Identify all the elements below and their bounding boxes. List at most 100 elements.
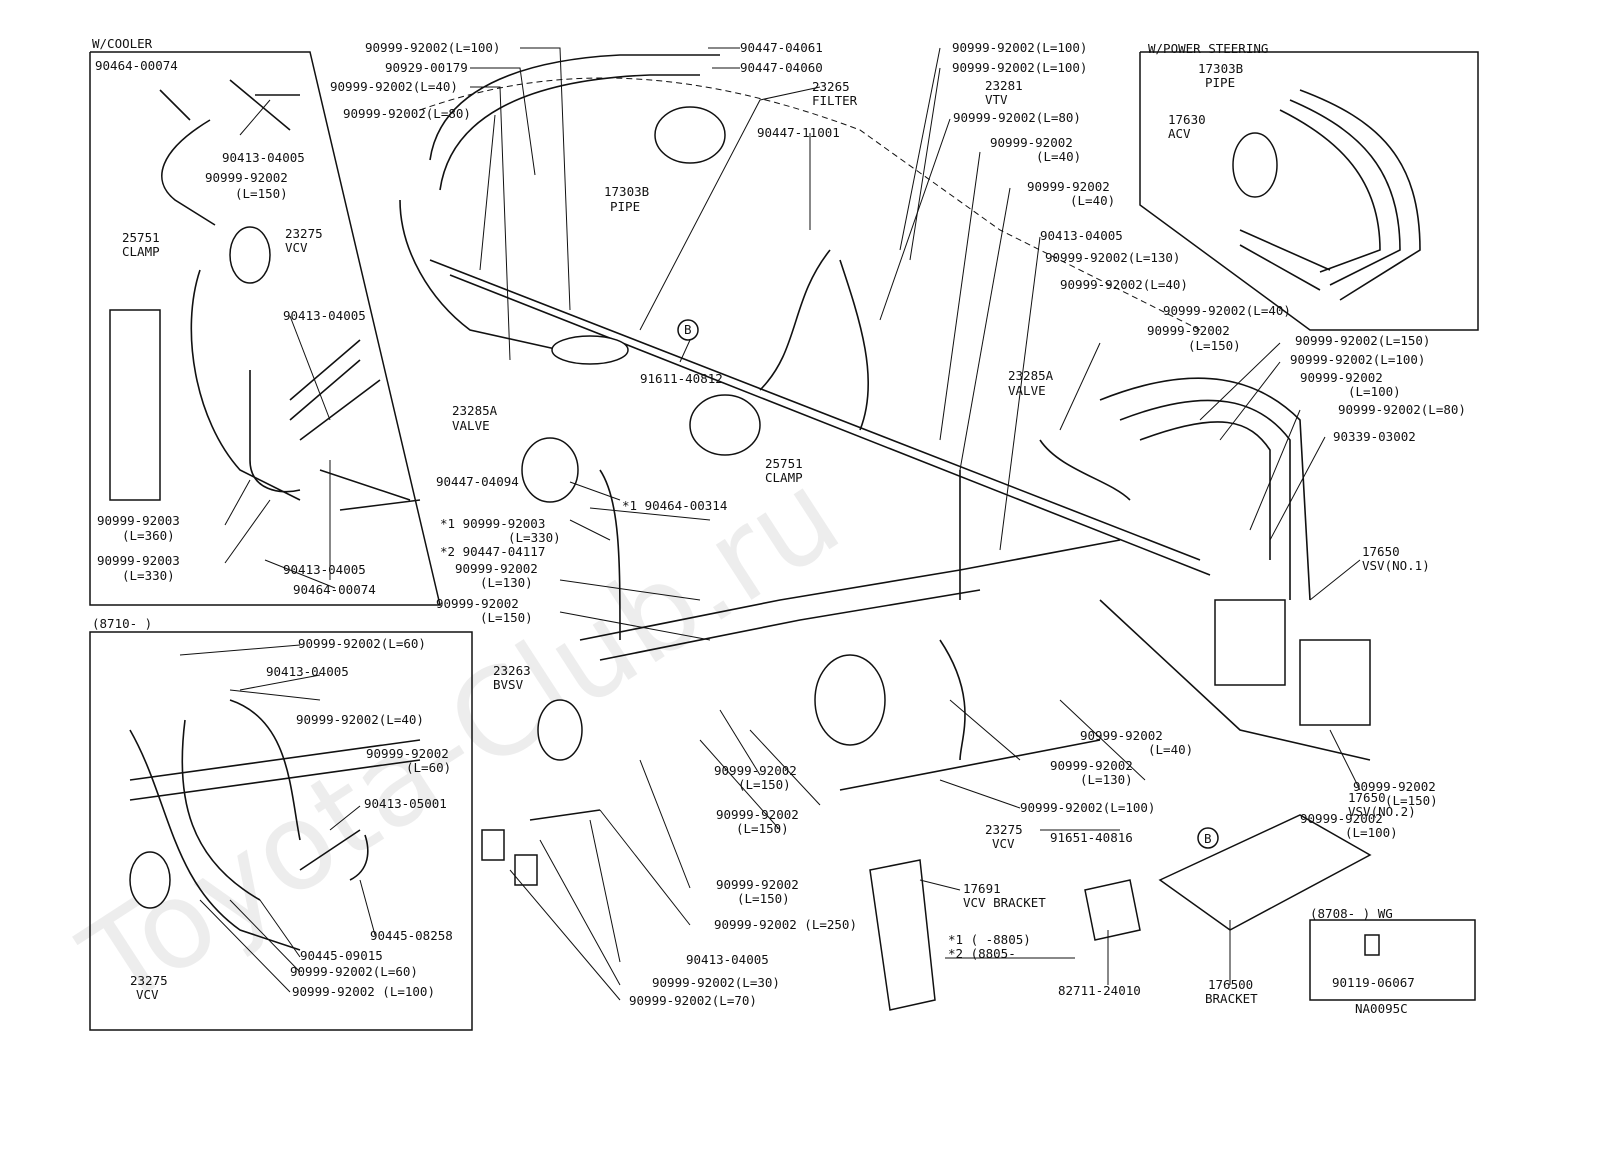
circle-b: [677, 319, 699, 341]
leader: [1329, 729, 1361, 791]
leader: [599, 809, 691, 926]
part-label-c-90464-00074: 90464-00074: [95, 58, 178, 73]
part-label-t-90999-100: 90999-92002(L=100): [365, 40, 500, 55]
part-label-t-90999-40: 90999-92002(L=40): [330, 79, 458, 94]
hose-line: [1279, 109, 1381, 273]
part-label-c-90999-92003-a: 90999-92003: [97, 513, 180, 528]
part-label-c-l360: (L=360): [122, 528, 175, 543]
connector: [514, 854, 538, 886]
hose-line: [319, 469, 421, 511]
leader: [589, 507, 711, 521]
part-label-b-17691: 17691: [963, 881, 1001, 896]
hose-line: [429, 54, 720, 161]
leader: [179, 644, 301, 656]
wg-inset: (8708- ) WG: [1309, 906, 1476, 1001]
vsv-no1: [1214, 599, 1286, 686]
part-label-ps-17303b: 17303B: [1198, 61, 1243, 76]
leader: [224, 479, 251, 526]
part-label-i-vcv: VCV: [136, 987, 159, 1002]
leader: [639, 759, 691, 889]
part-label-b-90999-150-c: 90999-92002: [716, 877, 799, 892]
part-label-b-90999-40: 90999-92002: [1080, 728, 1163, 743]
part-label-b-82711: 82711-24010: [1058, 983, 1141, 998]
part-label-b-bracket: BRACKET: [1205, 991, 1258, 1006]
leader: [559, 611, 711, 641]
cooler-inset-title: W/COOLER: [92, 36, 153, 51]
hose-line: [1289, 99, 1401, 286]
part-label-t-l150: (L=150): [480, 610, 533, 625]
hose-line: [939, 639, 966, 761]
part-label-r-90339: 90339-03002: [1333, 429, 1416, 444]
leader: [1269, 436, 1326, 541]
cooler-inset: W/COOLER: [89, 36, 441, 606]
connector: [481, 829, 505, 861]
cooler-inset-frame: [89, 51, 441, 606]
part-label-r-vtv: VTV: [985, 92, 1008, 107]
part-label-t-23265: 23265: [812, 79, 850, 94]
hose-line: [599, 589, 981, 661]
part-label-b-90119: 90119-06067: [1332, 975, 1415, 990]
hose-line: [439, 74, 700, 191]
part-label-i-90413-04005: 90413-04005: [266, 664, 349, 679]
part-label-b-90999-100: 90999-92002(L=100): [1020, 800, 1155, 815]
bolt: [1364, 934, 1380, 956]
vcv-body: [229, 226, 271, 284]
leader: [479, 114, 496, 271]
bvsv-body: [537, 699, 583, 761]
leader: [1059, 699, 1146, 781]
part-label-c-vcv: VCV: [285, 240, 308, 255]
leader: [569, 519, 611, 541]
part-label-r-vsv1: VSV(NO.1): [1362, 558, 1430, 573]
part-label-t-90447-11001: 90447-11001: [757, 125, 840, 140]
part-label-r-90999-80: 90999-92002(L=80): [953, 110, 1081, 125]
hose-line: [1119, 399, 1291, 600]
part-label-i-l60: (L=60): [406, 760, 451, 775]
part-label-r-l40-b: (L=40): [1070, 193, 1115, 208]
leader: [520, 47, 571, 311]
valve-round: [689, 394, 761, 456]
part-label-c-90413-04005: 90413-04005: [222, 150, 305, 165]
drawing-code: NA0095C: [1355, 1001, 1408, 1016]
part-label-t-90999-150: 90999-92002: [436, 596, 519, 611]
hose-line: [839, 739, 1101, 791]
leader: [470, 86, 511, 361]
from-8710-inset: (8710- ): [89, 616, 473, 1031]
leader: [879, 118, 951, 321]
hose-line: [1099, 599, 1371, 761]
ps-inset-frame: [1139, 51, 1479, 331]
part-label-i-90999-60-c: 90999-92002(L=60): [290, 964, 418, 979]
part-label-b-vcv-bracket: VCV BRACKET: [963, 895, 1046, 910]
part-label-b-90999-250: 90999-92002 (L=250): [714, 917, 857, 932]
part-label-r-l150: (L=150): [1188, 338, 1241, 353]
leader: [719, 709, 761, 776]
part-label-r-90413-04005: 90413-04005: [1040, 228, 1123, 243]
leader: [939, 779, 1021, 809]
part-label-r-90999-100-a: 90999-92002(L=100): [952, 40, 1087, 55]
part-label-b-l150-r: (L=150): [1385, 793, 1438, 808]
hose-line: [161, 119, 216, 226]
hose-line: [1239, 229, 1331, 291]
clamp-body: [109, 309, 161, 501]
part-label-ps-pipe: PIPE: [1205, 75, 1235, 90]
leader: [1219, 361, 1281, 441]
part-label-r-90999-40-d: 90999-92002(L=40): [1163, 303, 1291, 318]
hose-line: [289, 339, 381, 441]
hose-line: [299, 829, 361, 871]
part-label-t-91611: 91611-40812: [640, 371, 723, 386]
leader: [1249, 409, 1301, 531]
part-label-b-90999-150-b: 90999-92002: [716, 807, 799, 822]
hose-line: [759, 249, 831, 391]
inset-8710-title: (8710- ): [92, 616, 152, 631]
part-label-b-90413-04005: 90413-04005: [686, 952, 769, 967]
leader: [1309, 559, 1361, 601]
part-label-i-90999-60-b: 90999-92002: [366, 746, 449, 761]
part-label-t-23263: 23263: [493, 663, 531, 678]
part-label-r-90999-100-c: 90999-92002(L=100): [1290, 352, 1425, 367]
part-label-c-hose-150-a: 90999-92002: [205, 170, 288, 185]
hose-line: [399, 199, 561, 351]
leader: [749, 729, 821, 806]
part-label-t-90929: 90929-00179: [385, 60, 468, 75]
part-label-i-90445-08258: 90445-08258: [370, 928, 453, 943]
